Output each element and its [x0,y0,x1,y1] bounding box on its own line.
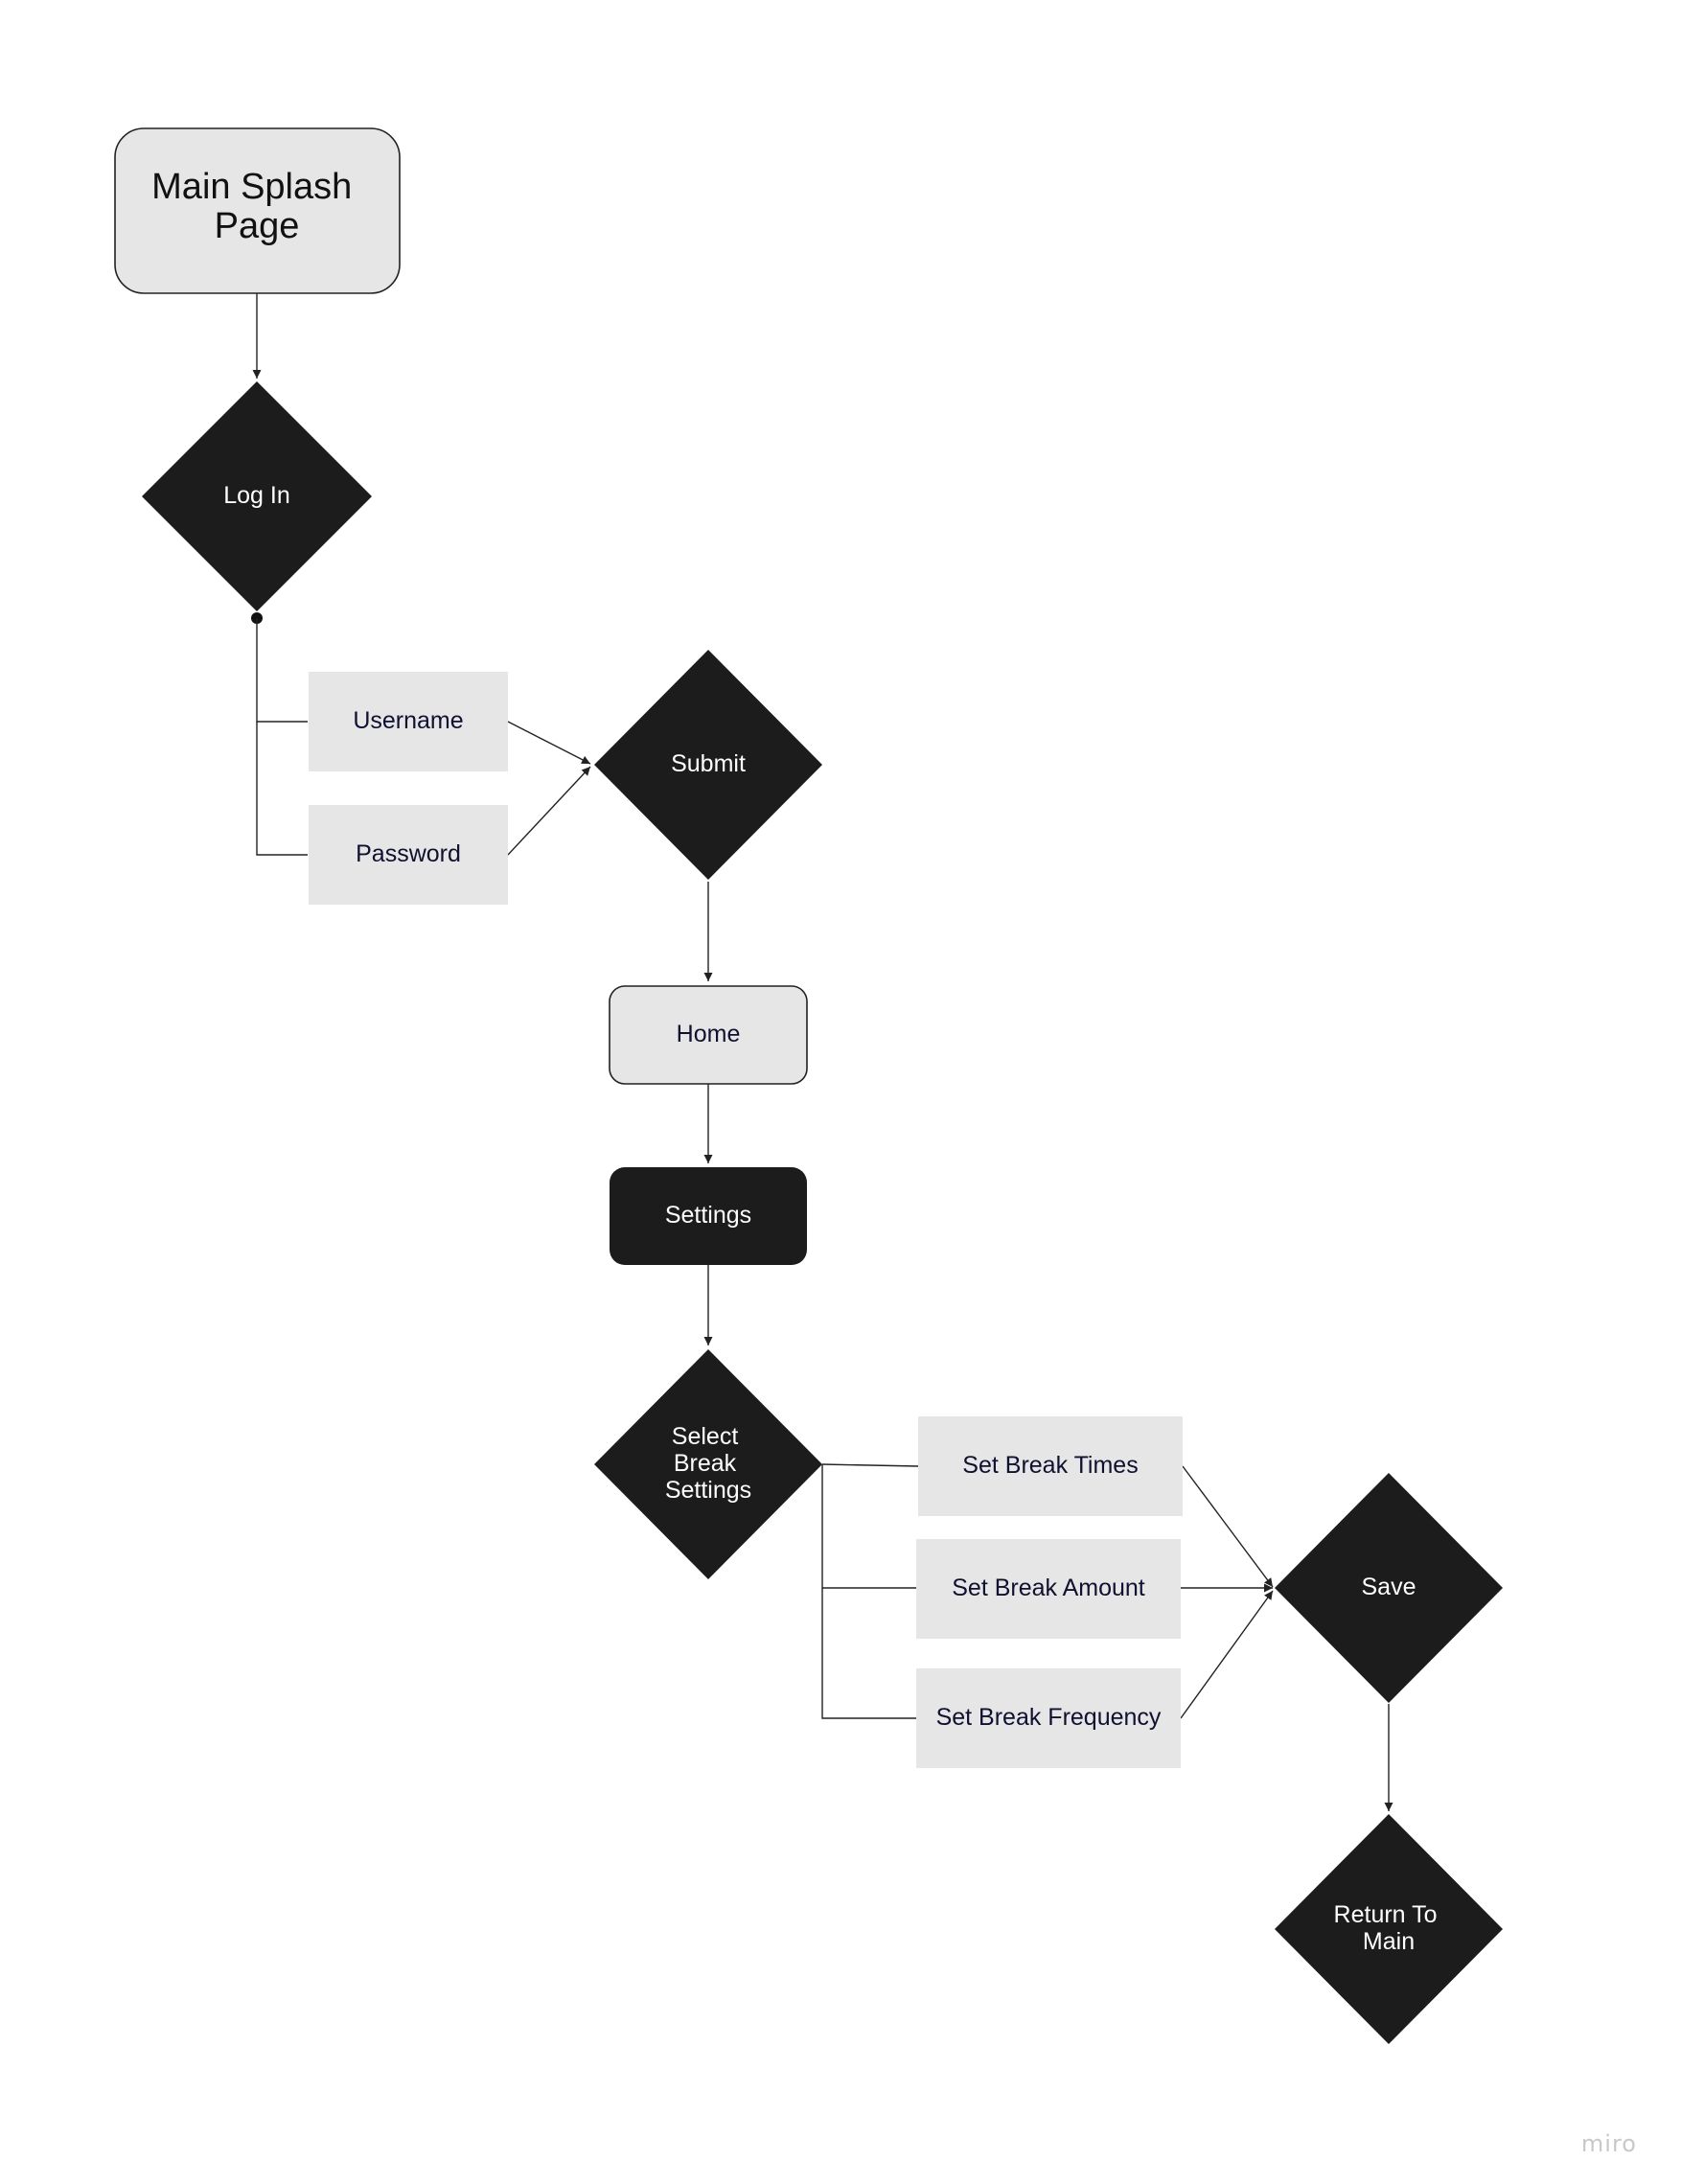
log-in-label: Log In [223,482,290,509]
log-in-shape [142,381,372,611]
edge-username-to-submit [507,721,591,765]
select-break-settings-label: Select Break Settings [665,1423,751,1504]
edge-select-to-set-break-amount [821,1464,916,1589]
set-break-times-shape [918,1416,1183,1516]
set-break-frequency-label: Set Break Frequency [936,1704,1162,1731]
node-set-break-amount: Set Break Amount [916,1539,1181,1639]
home-label: Home [677,1021,741,1047]
node-set-break-times: Set Break Times [918,1416,1183,1516]
return-to-main-shape [1275,1814,1503,2044]
node-return-to-main: Return To Main [1275,1814,1503,2044]
edge-log-in-to-username [256,618,308,723]
node-password: Password [309,805,508,905]
node-username: Username [309,672,508,771]
node-log-in: Log In [142,381,372,611]
edge-select-to-set-break-frequency [821,1588,916,1719]
set-break-frequency-shape [916,1668,1181,1768]
edge-log-in-to-password [256,722,308,856]
save-shape [1275,1473,1503,1703]
node-save: Save [1275,1473,1503,1703]
settings-label: Settings [665,1202,751,1229]
edge-password-to-submit [507,766,591,856]
node-home: Home [609,985,808,1085]
main-splash-page-shape [114,127,401,294]
miro-watermark: miro [1580,2130,1637,2157]
edge-select-to-set-break-times [821,1463,919,1467]
submit-shape [594,650,822,880]
password-label: Password [356,840,461,867]
edges [251,293,1393,1811]
return-to-main-label: Return To Main [1334,1901,1444,1955]
node-main-splash-page: Main Splash Page [114,127,401,294]
node-set-break-frequency: Set Break Frequency [916,1668,1181,1768]
home-shape [609,985,808,1085]
settings-shape [610,1167,807,1265]
node-settings: Settings [610,1167,807,1265]
username-shape [309,672,508,771]
select-break-settings-shape [594,1349,822,1579]
set-break-amount-label: Set Break Amount [952,1575,1145,1601]
node-select-break-settings: Select Break Settings [594,1349,822,1579]
node-submit: Submit [594,650,822,880]
edge-set-break-times-to-save [1182,1465,1274,1588]
set-break-amount-shape [916,1539,1181,1639]
username-label: Username [353,707,463,734]
save-label: Save [1362,1574,1416,1600]
set-break-times-label: Set Break Times [962,1452,1138,1479]
edge-set-break-frequency-to-save [1180,1590,1274,1719]
password-shape [309,805,508,905]
submit-label: Submit [671,750,746,777]
main-splash-page-label: Main Splash Page [151,167,362,246]
